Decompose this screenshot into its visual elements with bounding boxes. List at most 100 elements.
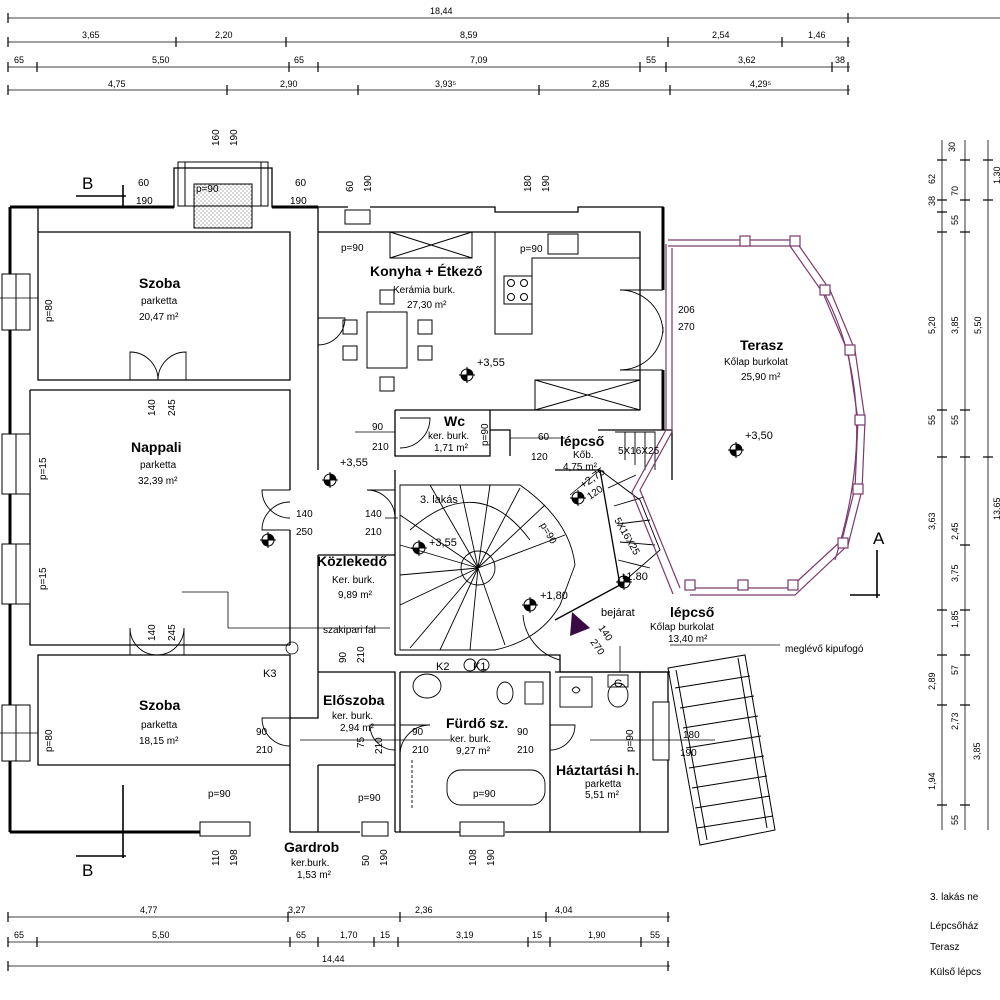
outer-walls: [8, 205, 665, 834]
dim-label: 140: [296, 509, 313, 520]
room-area: 4,75 m²: [563, 462, 598, 473]
top-dim-texts: 18,44 3,65 2,20 8,59 2,54 1,46 65 5,50 6…: [14, 6, 845, 89]
dim-label: 210: [372, 442, 389, 453]
room-floor: Kőlap burkolat: [650, 622, 714, 633]
dim-label: 190: [486, 849, 497, 866]
opening-label: p=15: [38, 457, 49, 480]
opening-label: p=90: [196, 184, 219, 195]
dim-text: 8,59: [460, 30, 478, 40]
dim-text: 55: [950, 415, 960, 425]
dim-text: 55: [646, 55, 656, 65]
dim-label: 90: [256, 727, 268, 738]
dim-text: 7,09: [470, 55, 488, 65]
dim-text: 1,94: [927, 772, 937, 790]
dim-text: 38: [835, 55, 845, 65]
room-name: Háztartási h.: [556, 762, 639, 778]
room-area: 25,90 m²: [741, 372, 781, 383]
room-area: 13,40 m²: [668, 634, 708, 645]
room-floor: ker.burk.: [291, 858, 329, 869]
dim-text: 3,93⁵: [435, 79, 457, 89]
room-name: Konyha + Étkező: [370, 263, 482, 279]
terrace: [631, 235, 866, 596]
dim-label: 206: [678, 305, 695, 316]
room-floor: parketta: [141, 720, 178, 731]
legend-item: Terasz: [930, 942, 959, 953]
callout-lines: [0, 297, 780, 741]
legend-item: Külső lépcs: [930, 967, 981, 978]
dim-label: 60: [138, 178, 150, 189]
level-text: +3,55: [429, 537, 457, 549]
dim-label: 140: [147, 399, 158, 416]
dim-text: 55: [650, 930, 660, 940]
dim-text: 3,19: [456, 930, 474, 940]
dim-text: 2,85: [592, 79, 610, 89]
dim-text: 4,04: [555, 905, 573, 915]
entrance-label: bejárat: [601, 607, 635, 619]
dim-label: 90: [338, 651, 349, 663]
dim-label: 180: [523, 175, 534, 192]
dim-text: 15: [380, 930, 390, 940]
room-name: Nappali: [131, 439, 182, 455]
dim-label: 190: [541, 175, 552, 192]
k1-label: K1: [473, 661, 486, 673]
legend-item: 3. lakás ne: [930, 892, 979, 903]
dim-text: 62: [927, 174, 937, 184]
room-area: 20,47 m²: [139, 312, 179, 323]
bottom-dim-texts: 4,77 3,27 2,36 4,04 65 5,50 65 1,70 15 3…: [14, 905, 660, 964]
dim-label: 140: [147, 624, 158, 641]
dim-text: 1,70: [340, 930, 358, 940]
dim-text: 1,30: [992, 166, 1000, 184]
room-floor: ker. burk.: [332, 711, 373, 722]
room-area: 18,15 m²: [139, 736, 179, 747]
dim-text: 65: [14, 55, 24, 65]
opening-label: p=80: [44, 729, 55, 752]
level-text: +3,55: [477, 357, 505, 369]
dim-text: 38: [927, 196, 937, 206]
right-dim-texts: 30 38 62 70 55 5,20 55 3,63 57 2,89 1,94…: [927, 142, 1000, 825]
kitchen-fixtures: [342, 231, 641, 411]
dim-label: 210: [365, 527, 382, 538]
right-dimensions: [937, 140, 993, 830]
stair-spec: 5X16X25: [611, 516, 641, 558]
dim-text: 65: [296, 930, 306, 940]
dim-text: 3,27: [288, 905, 306, 915]
dim-label: 270: [678, 322, 695, 333]
section-b-label: B: [82, 861, 93, 880]
left-windows: [1, 273, 31, 762]
dim-text: 3,62: [738, 55, 756, 65]
dim-text: 4,75: [108, 79, 126, 89]
dim-text: 4,77: [140, 905, 158, 915]
dim-label: 108: [468, 849, 479, 866]
room-area: 1,53 m²: [297, 870, 332, 881]
dim-label: 190: [363, 175, 374, 192]
section-a-label: A: [873, 529, 885, 548]
dim-label: 180: [683, 730, 700, 741]
room-area: 1,71 m²: [434, 443, 469, 454]
bottom-windows: [199, 209, 670, 837]
dim-label: 198: [229, 849, 240, 866]
dim-label: 250: [296, 527, 313, 538]
opening-label: p=90: [520, 244, 543, 255]
dim-text: 30: [947, 142, 957, 152]
room-floor: ker. burk.: [428, 431, 469, 442]
g-label: G: [614, 678, 623, 690]
opening-label: p=90: [473, 789, 496, 800]
dim-label: 90: [517, 727, 529, 738]
dim-text: 55: [927, 415, 937, 425]
dim-text: 5,50: [152, 930, 170, 940]
dim-label: 210: [412, 745, 429, 756]
dim-label: 60: [345, 180, 356, 192]
room-name: Wc: [444, 413, 465, 429]
dim-text: 1,85: [950, 610, 960, 628]
dim-text: 15: [532, 930, 542, 940]
legend-item: Lépcsőház: [930, 921, 978, 932]
level-text: +1.80: [620, 571, 648, 583]
misc-labels: 3. lakás bejárat szakipari fal meglévő k…: [263, 357, 864, 690]
dim-text: 13,65: [992, 497, 1000, 520]
dim-text: 4,29⁵: [750, 79, 772, 89]
dim-text: 70: [950, 186, 960, 196]
entrance-arrow: [570, 612, 590, 636]
dim-text: 3,85: [972, 742, 982, 760]
dim-label: 190: [229, 129, 240, 146]
